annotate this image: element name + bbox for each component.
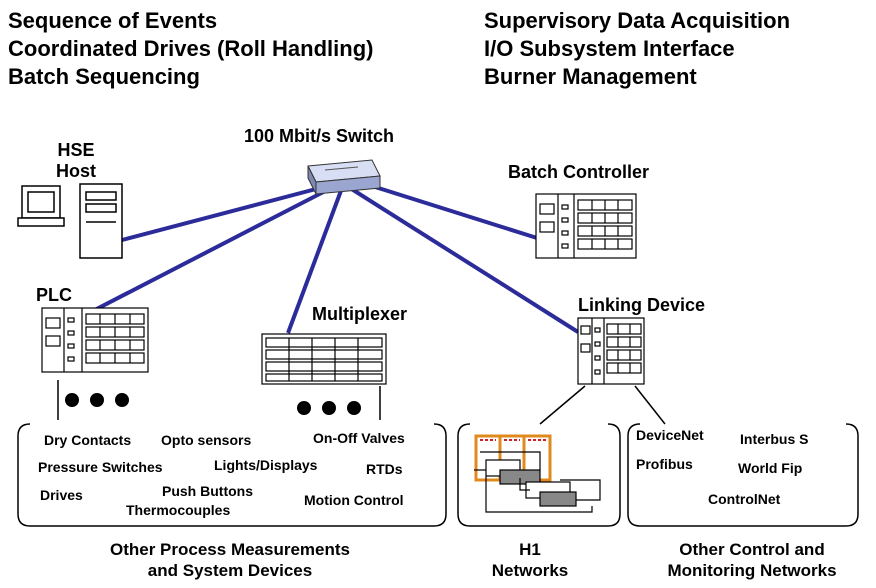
batch-controller-icon — [535, 193, 637, 259]
ellipsis-dots-plc — [65, 393, 129, 407]
computer-icon — [17, 183, 123, 259]
device-drives: Drives — [40, 487, 83, 503]
link-linking-device — [348, 186, 580, 334]
device-rtds: RTDs — [366, 461, 403, 477]
network-profibus: Profibus — [636, 456, 693, 472]
device-pressure-switches: Pressure Switches — [38, 459, 163, 475]
link-plc — [84, 184, 336, 317]
other-networks-bracket — [627, 423, 859, 527]
linking-device-label: Linking Device — [578, 295, 706, 315]
h1-networks-bracket — [457, 423, 621, 527]
plc-icon — [41, 307, 149, 373]
switch-label: 100 Mbit/s Switch — [244, 126, 395, 146]
link-multiplexer — [286, 187, 344, 334]
link-host — [121, 182, 336, 242]
linking-device-icon — [577, 317, 645, 385]
ellipsis-dots-multiplexer — [297, 401, 361, 415]
multiplexer-icon — [261, 333, 387, 385]
multiplexer-label: Multiplexer — [312, 304, 408, 324]
hse-host-label: HSE Host — [56, 140, 96, 181]
device-lights-displays: Lights/Displays — [214, 457, 318, 473]
header-coordinated-drives: Coordinated Drives (Roll Handling) — [8, 36, 374, 61]
switch-icon — [307, 159, 381, 195]
header-burner-management: Burner Management — [484, 64, 697, 89]
caption-h1-networks: H1 Networks — [491, 540, 569, 580]
caption-other-process: Other Process Measurements and System De… — [110, 540, 350, 580]
header-batch-sequencing: Batch Sequencing — [8, 64, 200, 89]
ethernet-links — [84, 182, 580, 334]
h1-network-schematic-icon — [474, 434, 601, 513]
plc-label: PLC — [36, 285, 72, 305]
device-thermocouples: Thermocouples — [126, 502, 231, 518]
network-world-fip: World Fip — [738, 460, 803, 476]
network-controlnet: ControlNet — [708, 491, 781, 507]
header-io-subsystem: I/O Subsystem Interface — [484, 36, 735, 61]
device-dry-contacts: Dry Contacts — [44, 432, 132, 448]
region-brackets — [17, 423, 859, 527]
batch-controller-label: Batch Controller — [508, 162, 650, 182]
network-devicenet: DeviceNet — [636, 427, 704, 443]
header-sequence-of-events: Sequence of Events — [8, 8, 218, 33]
device-opto-sensors: Opto sensors — [161, 432, 252, 448]
process-devices-bracket — [17, 423, 447, 527]
device-on-off-valves: On-Off Valves — [313, 430, 405, 446]
header-supervisory-data: Supervisory Data Acquisition — [484, 8, 791, 33]
link-batch — [371, 184, 538, 240]
device-push-buttons: Push Buttons — [162, 483, 253, 499]
device-motion-control: Motion Control — [304, 492, 404, 508]
network-interbus-s: Interbus S — [740, 431, 809, 447]
linking-device-fanout — [539, 385, 666, 425]
device-stubs — [57, 380, 381, 420]
caption-other-control: Other Control and Monitoring Networks — [667, 540, 837, 580]
